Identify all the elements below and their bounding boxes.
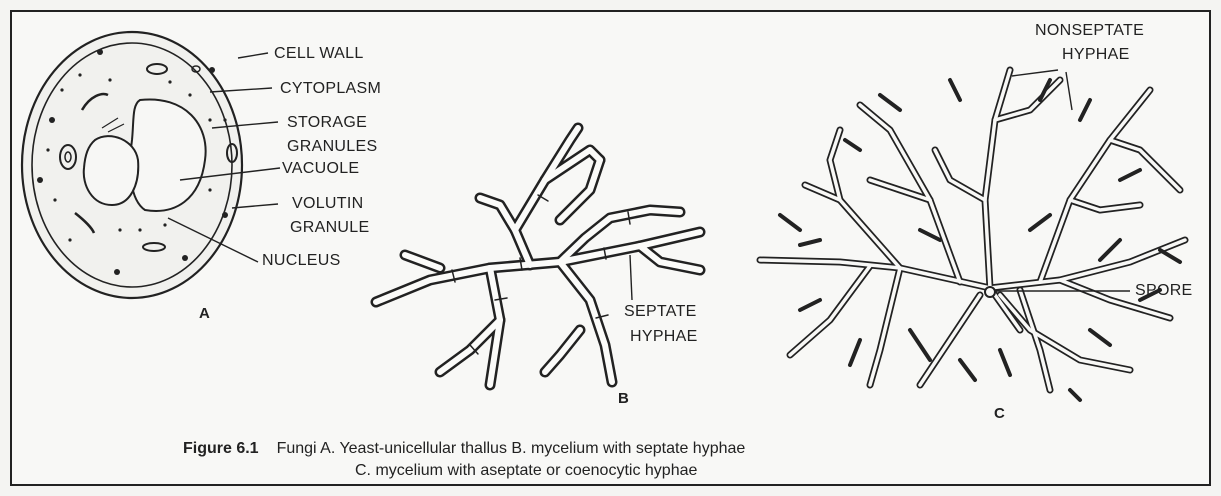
label-nucleus: NUCLEUS — [262, 252, 341, 270]
label-nonseptate: NONSEPTATE — [1035, 22, 1144, 40]
label-septate: SEPTATE — [624, 303, 697, 321]
yeast-cell-drawing — [22, 32, 242, 298]
panel-letter-c: C — [994, 405, 1005, 422]
septate-hyphae-drawing — [376, 128, 700, 385]
caption-line-1: Fungi A. Yeast-unicellular thallus B. my… — [277, 440, 746, 457]
caption-line-2: C. mycelium with aseptate or coenocytic … — [183, 460, 745, 482]
figure-number: Figure 6.1 — [183, 440, 259, 457]
label-volutin-granule: GRANULE — [290, 219, 369, 237]
label-volutin: VOLUTIN — [292, 195, 363, 213]
label-cell-wall: CELL WALL — [274, 45, 364, 63]
panel-letter-a: A — [199, 305, 210, 322]
panel-letter-b: B — [618, 390, 629, 407]
septate-leader — [630, 255, 632, 300]
label-storage: STORAGE — [287, 114, 367, 132]
spore-mark — [985, 287, 995, 297]
nonseptate-hyphae-drawing — [760, 70, 1185, 400]
label-vacuole: VACUOLE — [282, 160, 359, 178]
nonseptate-leaders — [996, 70, 1130, 291]
label-cytoplasm: CYTOPLASM — [280, 80, 381, 98]
nucleus-shape — [84, 136, 139, 205]
label-granules: GRANULES — [287, 138, 377, 156]
figure-caption: Figure 6.1 Fungi A. Yeast-unicellular tha… — [183, 438, 745, 482]
label-septate-hyphae: HYPHAE — [630, 328, 698, 346]
label-nonseptate-hyphae: HYPHAE — [1062, 46, 1130, 64]
label-spore: SPORE — [1135, 282, 1193, 300]
